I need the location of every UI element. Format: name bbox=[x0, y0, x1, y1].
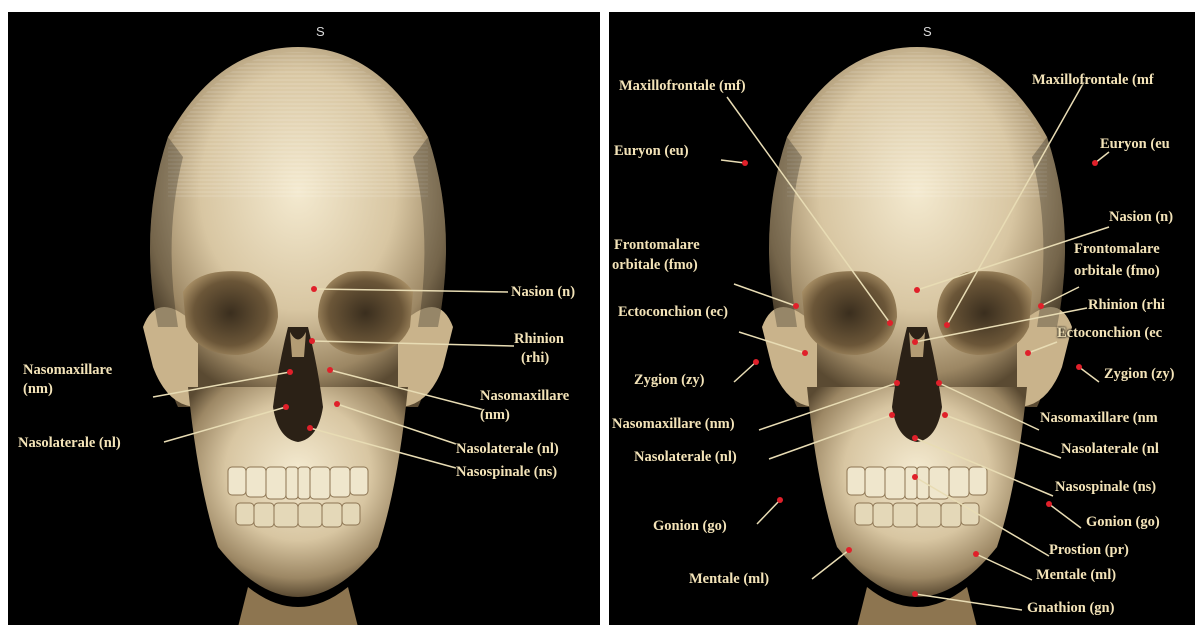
label-nasomaxillare-right-abbr: (nm) bbox=[480, 407, 510, 424]
label-gonion-left: Gonion (go) bbox=[653, 518, 727, 535]
label-nasolaterale-right: Nasolaterale (nl bbox=[1061, 441, 1159, 458]
orientation-marker: S bbox=[923, 24, 932, 39]
label-nasolaterale-left: Nasolaterale (nl) bbox=[18, 435, 121, 452]
label-frontomalare-left-abbr: orbitale (fmo) bbox=[612, 257, 698, 274]
label-mentale-left: Mentale (ml) bbox=[689, 571, 769, 588]
label-mentale-right: Mentale (ml) bbox=[1036, 567, 1116, 584]
label-euryon-right: Euryon (eu bbox=[1100, 136, 1170, 153]
label-ectoconchion-right: Ectoconchion (ec bbox=[1057, 325, 1162, 342]
left-skull-render bbox=[8, 12, 600, 625]
label-nasospinale: Nasospinale (ns) bbox=[1055, 479, 1156, 496]
orientation-marker: S bbox=[316, 24, 325, 39]
right-skull-panel: S Maxillofrontale (mf) Maxillofrontale (… bbox=[609, 12, 1195, 625]
label-euryon-left: Euryon (eu) bbox=[614, 143, 689, 160]
label-nasolaterale-right: Nasolaterale (nl) bbox=[456, 441, 559, 458]
label-gonion-right: Gonion (go) bbox=[1086, 514, 1160, 531]
left-skull-panel: S Nasion (n) Rhinion (rhi) Nasomaxillare… bbox=[8, 12, 600, 625]
label-maxillofrontale-left: Maxillofrontale (mf) bbox=[619, 78, 746, 95]
label-rhinion-abbr: (rhi) bbox=[521, 350, 549, 367]
label-nasomaxillare-left-abbr: (nm) bbox=[23, 381, 53, 398]
label-frontomalare-left: Frontomalare bbox=[614, 237, 700, 254]
label-nasomaxillare-left: Nasomaxillare bbox=[23, 362, 112, 379]
label-nasospinale: Nasospinale (ns) bbox=[456, 464, 557, 481]
label-zygion-right: Zygion (zy) bbox=[1104, 366, 1174, 383]
label-ectoconchion-left: Ectoconchion (ec) bbox=[618, 304, 728, 321]
label-maxillofrontale-right: Maxillofrontale (mf bbox=[1032, 72, 1154, 89]
label-rhinion: Rhinion bbox=[514, 331, 564, 348]
label-nasomaxillare-right: Nasomaxillare bbox=[480, 388, 569, 405]
label-rhinion: Rhinion (rhi bbox=[1088, 297, 1165, 314]
label-frontomalare-right: Frontomalare bbox=[1074, 241, 1160, 258]
label-nasion: Nasion (n) bbox=[1109, 209, 1173, 226]
label-nasion: Nasion (n) bbox=[511, 284, 575, 301]
label-prostion: Prostion (pr) bbox=[1049, 542, 1129, 559]
label-nasomaxillare-right: Nasomaxillare (nm bbox=[1040, 410, 1158, 427]
label-zygion-left: Zygion (zy) bbox=[634, 372, 704, 389]
label-gnathion: Gnathion (gn) bbox=[1027, 600, 1114, 617]
label-frontomalare-right-abbr: orbitale (fmo) bbox=[1074, 263, 1160, 280]
label-nasomaxillare-left: Nasomaxillare (nm) bbox=[612, 416, 735, 433]
label-nasolaterale-left: Nasolaterale (nl) bbox=[634, 449, 737, 466]
